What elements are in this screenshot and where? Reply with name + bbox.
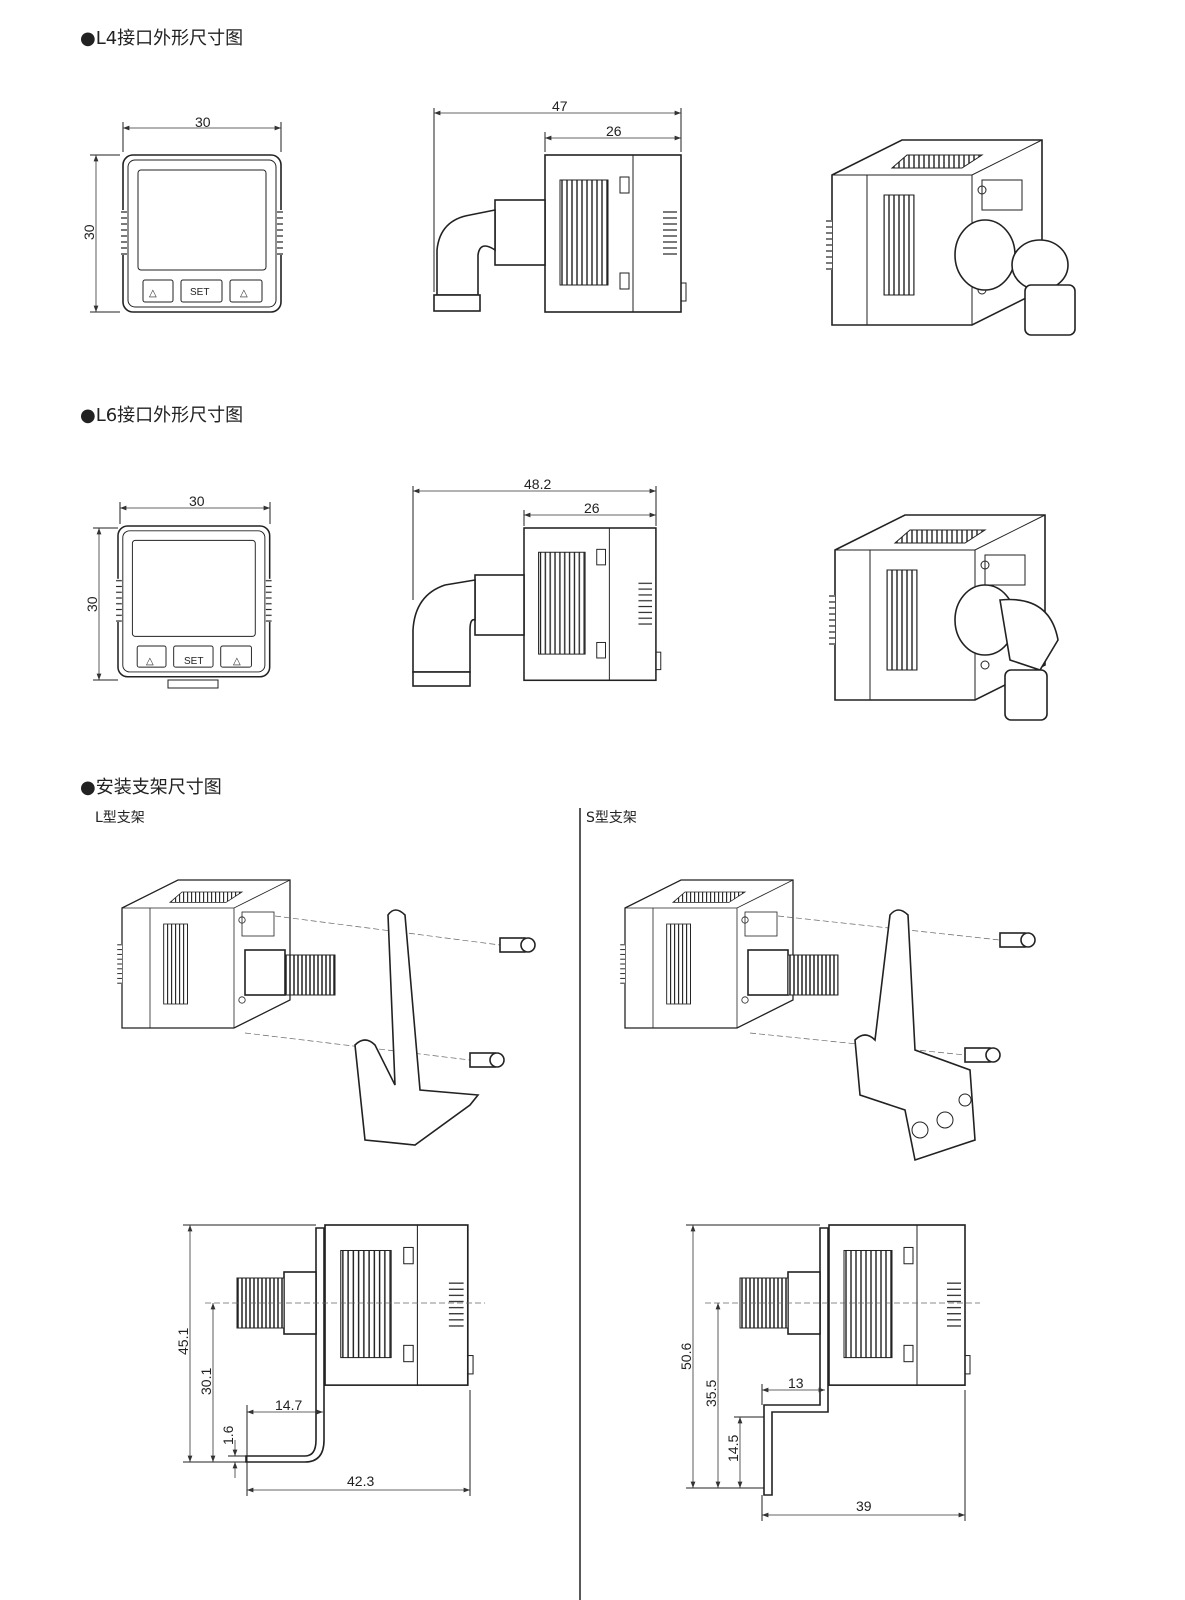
s-bracket-height-dim: 50.6 [678,1343,694,1370]
down-button-label: △ [240,288,248,299]
l6-front-height-dim: 30 [84,596,100,612]
l6-front-view: △ SET △ 30 30 [84,493,273,689]
l6-isometric-view [828,514,1059,721]
set-button-label: SET [184,656,203,667]
l-bracket-thickness-dim: 1.6 [220,1425,236,1445]
s-bracket-length-dim: 39 [856,1498,872,1514]
up-button-label: △ [146,656,154,667]
l-bracket-height-dim: 45.1 [175,1328,191,1355]
l4-front-width-dim: 30 [195,114,211,130]
section-title-l6: ●L6接口外形尺寸图 [80,405,243,426]
up-button-label: △ [149,288,157,299]
l6-total-length-dim: 48.2 [524,476,551,492]
l-bracket-length-dim: 42.3 [347,1473,374,1489]
s-bracket-side-drawing: 50.6 35.5 14.5 13 39 [678,1224,980,1521]
l-bracket-exploded-view [116,879,536,1146]
s-bracket-center-dim: 35.5 [703,1380,719,1407]
l4-body-length-dim: 26 [606,123,622,139]
l4-front-height-dim: 30 [81,224,97,240]
l6-side-view: 48.2 26 [412,476,662,687]
l4-total-length-dim: 47 [552,98,568,114]
l-bracket-side-drawing: 45.1 30.1 1.6 14.7 42.3 [175,1224,485,1496]
s-bracket-offset-dim: 13 [788,1375,804,1391]
l6-front-width-dim: 30 [189,493,205,509]
l-bracket-offset-dim: 14.7 [275,1397,302,1413]
s-bracket-exploded-view [619,879,1036,1162]
l6-body-length-dim: 26 [584,500,600,516]
down-button-label: △ [233,656,241,667]
l4-isometric-view [825,139,1076,336]
section-title-bracket: ●安装支架尺寸图 [80,777,222,798]
section-title-l4: ●L4接口外形尺寸图 [80,28,243,49]
s-bracket-label: S型支架 [586,810,637,826]
s-bracket-lower-dim: 14.5 [725,1435,741,1462]
l4-front-view: △ SET △ 30 30 [81,114,284,313]
l-bracket-label: L型支架 [95,810,145,826]
l4-side-view: 47 26 [433,98,687,313]
set-button-label: SET [190,287,209,298]
l-bracket-center-dim: 30.1 [198,1368,214,1395]
